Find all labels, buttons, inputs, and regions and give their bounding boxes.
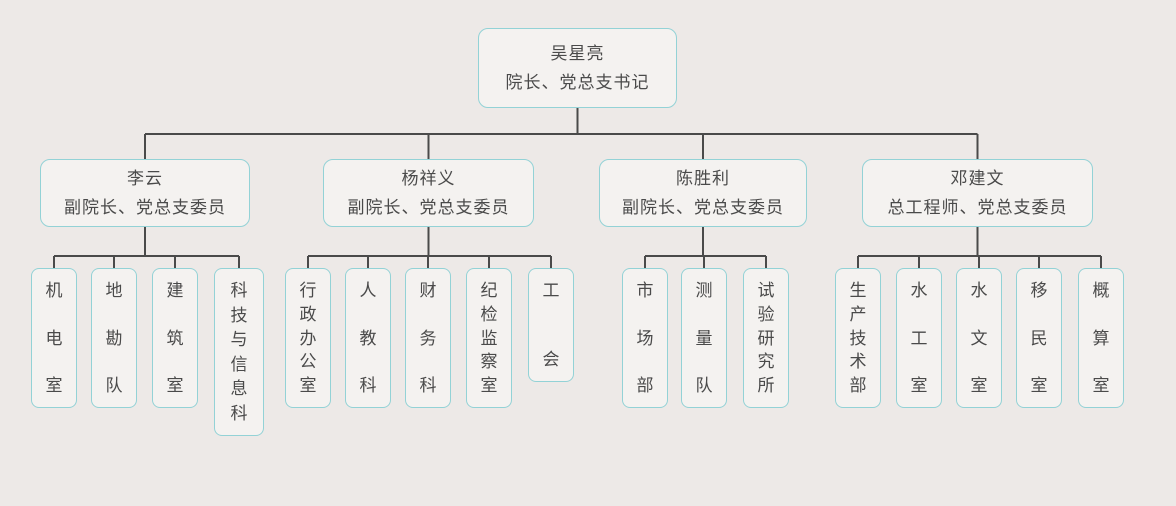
node-department[interactable]: 试验研究所 [743, 268, 789, 408]
node-name: 陈胜利 [676, 169, 730, 188]
node-leader-2[interactable]: 杨祥义 副院长、党总支委员 [323, 159, 534, 227]
connector-branch3-bus [644, 227, 767, 269]
node-department[interactable]: 建筑室 [152, 268, 198, 408]
connector-branch4-bus [857, 227, 1102, 269]
node-department[interactable]: 科技与信息科 [214, 268, 264, 436]
connector-branch1-bus [53, 227, 240, 269]
node-root[interactable]: 吴星亮 院长、党总支书记 [478, 28, 677, 108]
node-department[interactable]: 人教科 [345, 268, 391, 408]
node-leader-1[interactable]: 李云 副院长、党总支委员 [40, 159, 250, 227]
node-title: 总工程师、党总支委员 [887, 198, 1068, 217]
node-department[interactable]: 机电室 [31, 268, 77, 408]
node-department[interactable]: 概算室 [1078, 268, 1124, 408]
connector-branch2-bus [307, 227, 552, 269]
node-title: 副院长、党总支委员 [64, 198, 226, 217]
node-department[interactable]: 水文室 [956, 268, 1002, 408]
node-leader-3[interactable]: 陈胜利 副院长、党总支委员 [599, 159, 807, 227]
node-department[interactable]: 地勘队 [91, 268, 137, 408]
node-name: 吴星亮 [550, 44, 605, 63]
node-department[interactable]: 财务科 [405, 268, 451, 408]
node-name: 李云 [127, 169, 163, 188]
node-department[interactable]: 生产技术部 [835, 268, 881, 408]
node-department[interactable]: 测量队 [681, 268, 727, 408]
node-title: 副院长、党总支委员 [347, 198, 510, 217]
node-title: 副院长、党总支委员 [622, 198, 784, 217]
node-department[interactable]: 行政办公室 [285, 268, 331, 408]
node-department[interactable]: 移民室 [1016, 268, 1062, 408]
connector-root-bus [144, 108, 979, 159]
node-department[interactable]: 水工室 [896, 268, 942, 408]
node-department[interactable]: 工会 [528, 268, 574, 382]
node-department[interactable]: 纪检监察室 [466, 268, 512, 408]
node-name: 杨祥义 [401, 169, 456, 188]
node-name: 邓建文 [950, 169, 1005, 188]
node-leader-4[interactable]: 邓建文 总工程师、党总支委员 [862, 159, 1093, 227]
node-department[interactable]: 市场部 [622, 268, 668, 408]
node-title: 院长、党总支书记 [505, 73, 650, 92]
